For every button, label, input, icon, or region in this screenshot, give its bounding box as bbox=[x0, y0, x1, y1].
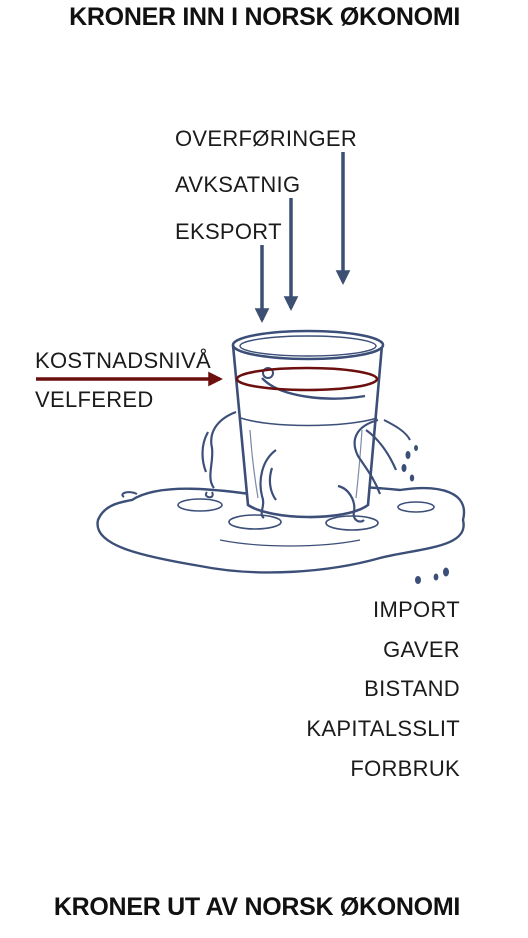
label-gaver: GAVER bbox=[383, 637, 460, 662]
leak-right-spray bbox=[383, 419, 411, 441]
bucket-rim bbox=[231, 329, 385, 361]
leak-left-stream bbox=[201, 410, 237, 489]
label-eksport: EKSPORT bbox=[175, 219, 282, 244]
leak-front-stream bbox=[259, 449, 277, 519]
water-drops bbox=[401, 445, 449, 584]
bucket-handle bbox=[261, 377, 366, 400]
bucket-band bbox=[240, 417, 378, 427]
puddle-ripple bbox=[397, 501, 435, 513]
puddle-inner bbox=[219, 539, 361, 547]
label-import: IMPORT bbox=[373, 597, 460, 622]
bucket-rim-inner bbox=[239, 335, 377, 357]
leak-left-drop bbox=[204, 491, 214, 499]
label-avksatnig: AVKSATNIG bbox=[175, 172, 301, 197]
label-overforinger: OVERFØRINGER bbox=[175, 126, 358, 151]
label-bistand: BISTAND bbox=[364, 676, 460, 701]
label-kostnadsniva: KOSTNADSNIVÅ bbox=[35, 348, 211, 373]
leak-right-stream bbox=[353, 418, 398, 495]
title-kroner-ut: KRONER UT AV NORSK ØKONOMI bbox=[53, 893, 460, 921]
puddle-ripple bbox=[325, 515, 379, 531]
label-forbruk: FORBRUK bbox=[350, 756, 460, 781]
title-kroner-inn: KRONER INN I NORSK ØKONOMI bbox=[69, 3, 460, 31]
label-velfered: VELFERED bbox=[35, 387, 154, 412]
leak-front-right-stream bbox=[337, 484, 365, 523]
bucket-shade bbox=[249, 429, 363, 499]
level-ring bbox=[235, 366, 379, 392]
handle-ring bbox=[262, 367, 274, 379]
puddle-ripple bbox=[177, 498, 223, 512]
puddle-ripple bbox=[228, 514, 282, 530]
label-kapitalsslit: KAPITALSSLIT bbox=[306, 716, 460, 741]
puddle-splash-left bbox=[121, 491, 138, 498]
